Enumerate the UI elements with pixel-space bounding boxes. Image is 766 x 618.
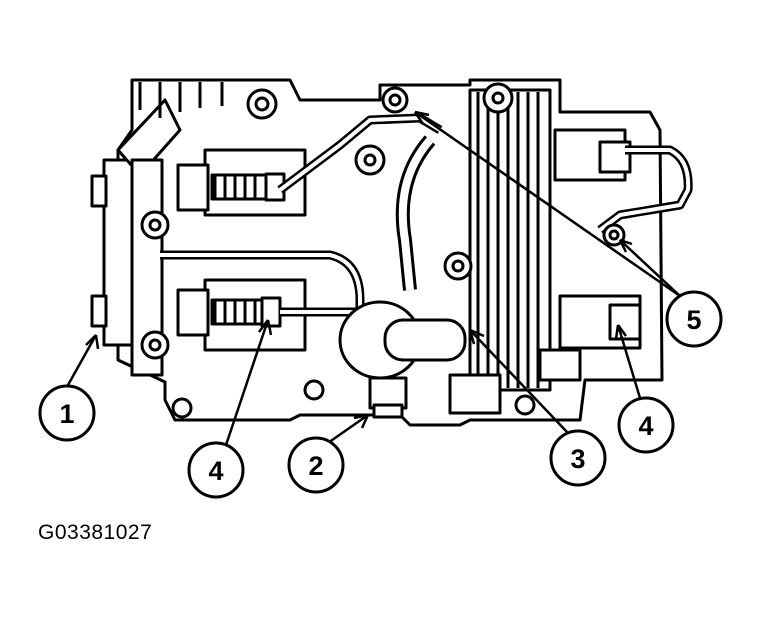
callout-circle (665, 290, 723, 348)
callout-circle (617, 396, 675, 454)
callout-1: 1 (38, 384, 96, 442)
callout-label: 2 (308, 451, 323, 481)
callout-circle (549, 429, 607, 487)
assembly-illustration (90, 78, 693, 427)
figure-id: G03381027 (38, 521, 153, 544)
callout-4-left: 4 (187, 441, 245, 499)
callout-circle (187, 441, 245, 499)
callout-4-right: 4 (617, 396, 675, 454)
leader-lines (66, 110, 681, 449)
callout-label: 4 (208, 456, 223, 486)
callout-label: 3 (570, 444, 585, 474)
callout-label: 1 (59, 399, 74, 429)
callout-2: 2 (287, 436, 345, 494)
callout-label: 4 (638, 411, 653, 441)
callout-5: 5 (665, 290, 723, 348)
callout-3: 3 (549, 429, 607, 487)
callout-circle (287, 436, 345, 494)
callout-label: 5 (686, 305, 701, 335)
callout-circle (38, 384, 96, 442)
